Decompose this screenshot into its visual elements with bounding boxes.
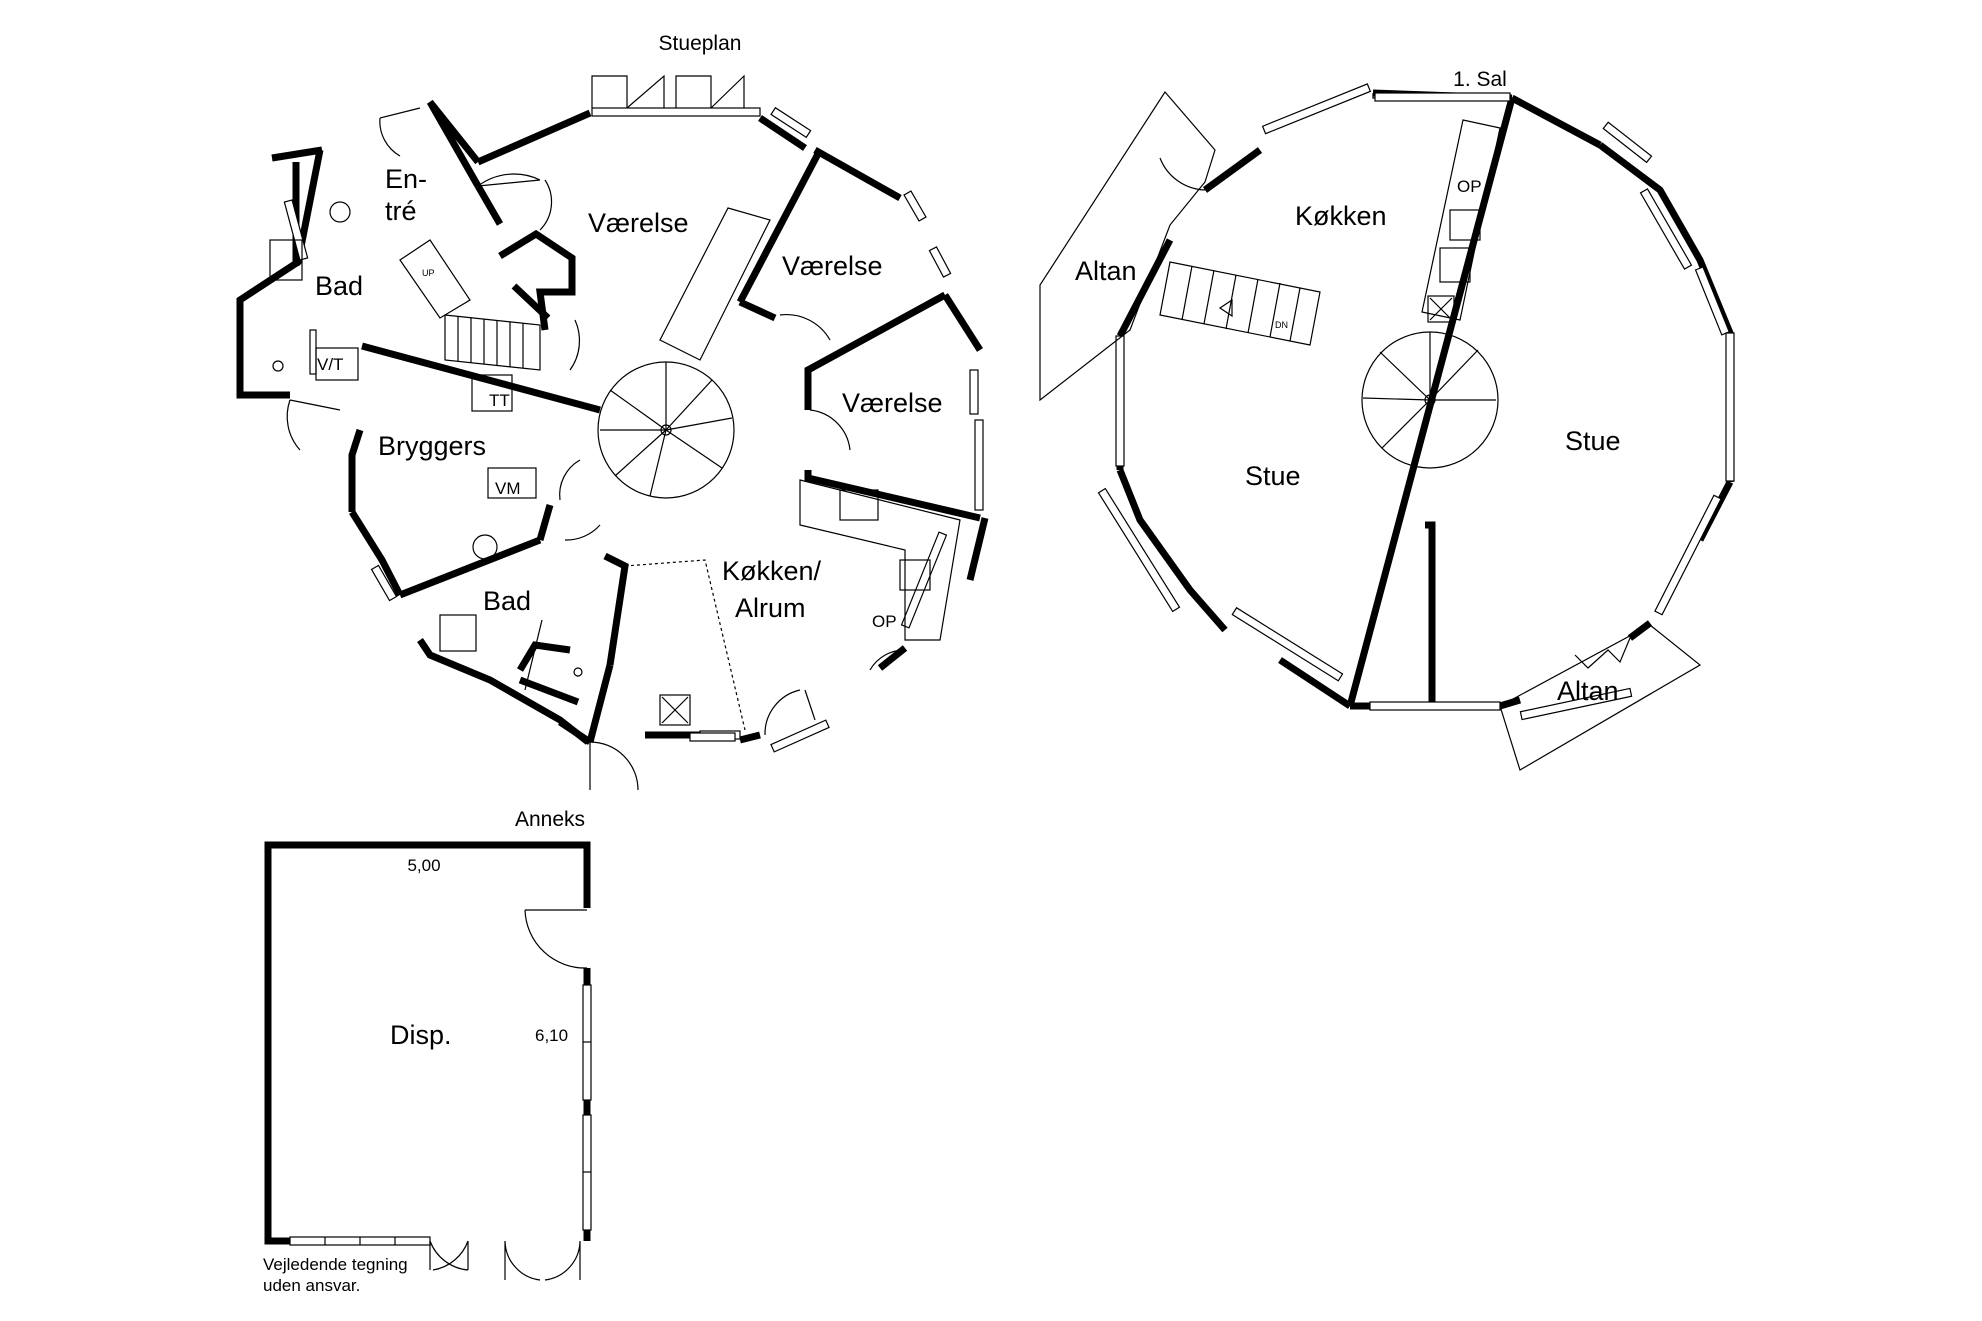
annex-width-dimension: 5,00 xyxy=(407,856,440,875)
fan xyxy=(1427,295,1455,323)
toilet xyxy=(472,534,498,560)
room-label-entre-1: En- xyxy=(385,164,427,194)
stairs xyxy=(1159,261,1321,346)
ground-floor-title: Stueplan xyxy=(659,32,742,55)
annex-title: Anneks xyxy=(515,808,585,831)
spiral-stair xyxy=(597,361,735,499)
room-label-vaerelse-2: Værelse xyxy=(782,251,883,281)
stair-label-up: UP xyxy=(422,268,435,278)
sink xyxy=(439,614,477,652)
annex-depth-dimension: 6,10 xyxy=(535,1026,568,1045)
room-label-vaerelse-1: Værelse xyxy=(588,208,689,238)
room-label-kokken-1: Køkken/ xyxy=(722,556,822,586)
stove xyxy=(839,489,879,521)
room-label-bad-2: Bad xyxy=(483,586,531,616)
balcony-west xyxy=(1039,91,1216,402)
annex-plan: Anneks 5,00 6,10 Disp. xyxy=(264,808,592,1281)
fan xyxy=(659,694,691,726)
window xyxy=(591,107,761,117)
room-label-disp: Disp. xyxy=(390,1020,452,1050)
sink xyxy=(899,559,931,591)
kitchen-counter xyxy=(1421,119,1501,321)
balcony-south-east xyxy=(1499,624,1702,771)
stairs xyxy=(399,239,541,371)
toilet xyxy=(329,201,351,223)
stair-label-dn: DN xyxy=(1275,320,1288,330)
fixture-label-tt: TT xyxy=(489,391,510,410)
ground-floor-plan: Stueplan En- tré Bad Værelse Værelse Vær… xyxy=(236,32,989,791)
room-label-vaerelse-3: Værelse xyxy=(842,388,943,418)
spiral-stair xyxy=(1361,331,1499,469)
room-label-stue-2: Stue xyxy=(1565,426,1621,456)
fixture-label-vt: V/T xyxy=(317,355,343,374)
room-label-kokken-2: Alrum xyxy=(735,593,806,623)
room-label-altan-2: Altan xyxy=(1557,676,1619,706)
disclaimer-line-1: Vejledende tegning xyxy=(263,1255,408,1274)
room-label-stue-1: Stue xyxy=(1245,461,1301,491)
room-label-altan-1: Altan xyxy=(1075,256,1137,286)
first-floor-title: 1. Sal xyxy=(1453,68,1507,91)
fixture-label-op-upper: OP xyxy=(1457,177,1482,196)
sink xyxy=(269,239,303,281)
stove xyxy=(1439,247,1471,283)
room-label-bryggers: Bryggers xyxy=(378,431,486,461)
room-label-entre-2: tré xyxy=(385,196,417,226)
first-floor-plan: 1. Sal Altan Køkken Stue Stue Altan OP D… xyxy=(1039,68,1735,771)
sink xyxy=(1449,209,1481,241)
room-label-bad-1: Bad xyxy=(315,271,363,301)
built-in-counter xyxy=(659,207,771,361)
fixture-label-op: OP xyxy=(872,612,897,631)
fixture-label-vm: VM xyxy=(495,479,521,498)
kitchen-counter xyxy=(799,479,961,641)
disclaimer-line-2: uden ansvar. xyxy=(263,1276,360,1295)
shower-drain xyxy=(272,360,284,372)
room-label-kokken: Køkken xyxy=(1295,201,1387,231)
